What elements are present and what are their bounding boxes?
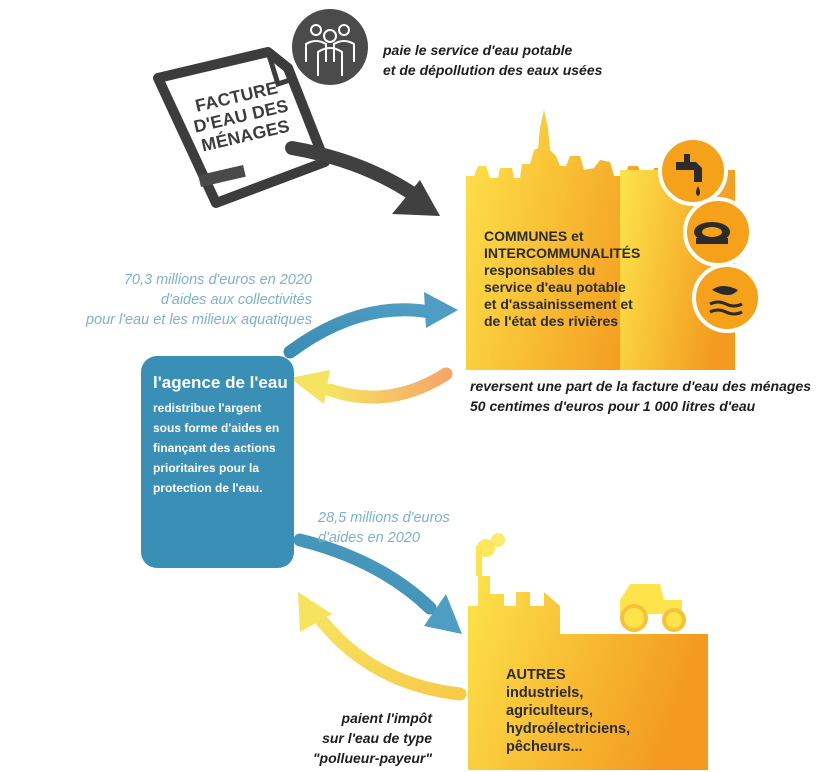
autres-to-agence-arrow — [298, 592, 467, 701]
communes-line: et d'assainissement et — [484, 296, 633, 312]
autres-line: pêcheurs... — [506, 739, 583, 755]
communes-line: responsables du — [484, 262, 596, 278]
tractor-icon — [620, 584, 686, 632]
aides-collectivites-text: 70,3 millions d'euros en 2020 d'aides au… — [40, 270, 312, 330]
agence-text: l'agence de l'eau redistribue l'argent s… — [153, 372, 293, 498]
autres-line: industriels, — [506, 685, 584, 701]
autres-line: hydroélectriciens, — [506, 721, 631, 737]
facture-to-communes-arrow — [285, 141, 440, 216]
menages-paie-line: paie le service d'eau potable — [383, 42, 573, 58]
people-icon — [292, 9, 368, 85]
tap-icon — [658, 136, 728, 206]
communes-line: de l'état des rivières — [484, 313, 619, 329]
autres-text: AUTRES industriels, agriculteurs, hydroé… — [506, 666, 630, 756]
aides-autres-line: 28,5 millions d'euros — [318, 510, 450, 526]
autres-panel — [468, 533, 708, 770]
agence-desc-line: sous forme d'aides en — [153, 421, 280, 435]
aides-collectivites-line: pour l'eau et les milieux aquatiques — [85, 312, 312, 328]
facture-document — [153, 47, 330, 208]
aides-autres-text: 28,5 millions d'euros d'aides en 2020 — [318, 508, 450, 548]
agence-to-autres-arrow — [293, 533, 462, 634]
menages-paie-line: et de dépollution des eaux usées — [383, 62, 603, 78]
pipes-icon — [683, 197, 753, 267]
paient-line: "pollueur-payeur" — [312, 750, 432, 766]
agence-desc: redistribue l'argent sous forme d'aides … — [153, 398, 293, 498]
agence-title: l'agence de l'eau — [153, 373, 288, 392]
agence-to-communes-arrow — [283, 292, 458, 359]
communes-line: COMMUNES et — [484, 228, 584, 244]
communes-text: COMMUNES et INTERCOMMUNALITÉS responsabl… — [484, 228, 640, 330]
communes-line: service d'eau potable — [484, 279, 626, 295]
river-icon — [692, 263, 762, 333]
menages-paie-text: paie le service d'eau potable et de dépo… — [383, 40, 602, 80]
autres-line: AUTRES — [506, 667, 566, 683]
aides-autres-line: d'aides en 2020 — [318, 530, 420, 546]
paient-line: paient l'impôt — [341, 710, 432, 726]
autres-line: agriculteurs, — [506, 703, 594, 719]
paient-text: paient l'impôt sur l'eau de type "pollue… — [272, 708, 432, 768]
reversent-line: 50 centimes d'euros pour 1 000 litres d'… — [470, 398, 756, 414]
facture-barcode — [198, 164, 246, 188]
agence-desc-line: protection de l'eau. — [153, 481, 263, 495]
agence-box — [141, 356, 294, 568]
communes-to-agence-arrow — [290, 367, 453, 404]
aides-collectivites-line: d'aides aux collectivités — [160, 292, 312, 308]
reversent-line: reversent une part de la facture d'eau d… — [470, 378, 812, 394]
reversent-text: reversent une part de la facture d'eau d… — [470, 376, 811, 416]
agence-desc-line: finançant des actions — [153, 441, 276, 455]
agence-desc-line: redistribue l'argent — [153, 401, 262, 415]
paient-line: sur l'eau de type — [322, 730, 432, 746]
communes-line: INTERCOMMUNALITÉS — [484, 245, 641, 261]
agence-desc-line: prioritaires pour la — [153, 461, 260, 475]
aides-collectivites-line: 70,3 millions d'euros en 2020 — [123, 272, 312, 288]
